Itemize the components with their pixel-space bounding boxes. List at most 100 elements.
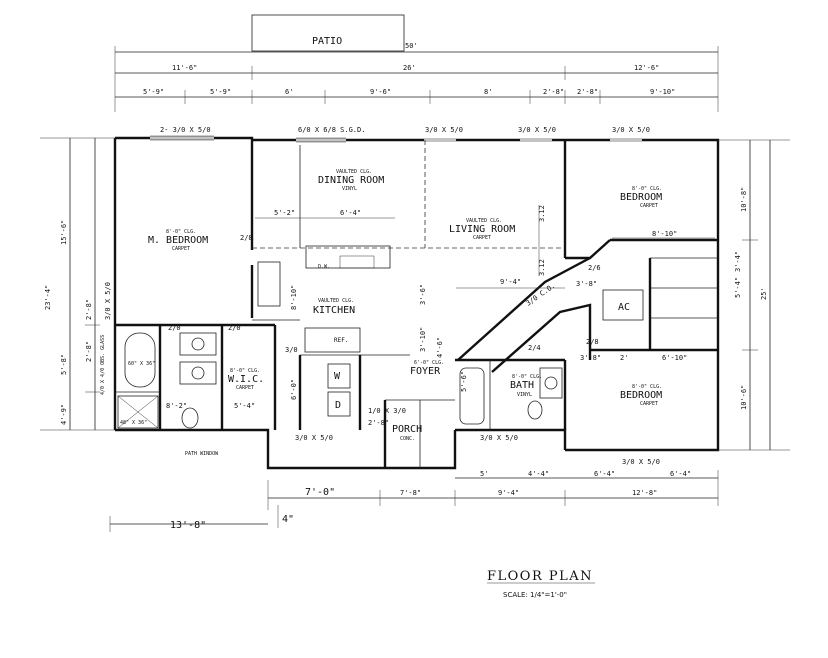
bdim1-3: 9'-4" xyxy=(498,489,519,497)
label-dryer: D xyxy=(335,400,341,411)
room-porch: PORCH xyxy=(392,424,422,435)
dim-row2-3: 6' xyxy=(285,88,293,96)
idim-4: 8'-10" xyxy=(290,285,298,310)
left-dimensions: 15'-6" 23'-4" 3/0 X 5/0 2'-8" 5'-8" 2'-8… xyxy=(40,137,115,431)
label-ref: REF. xyxy=(334,337,348,344)
note-dining-vaulted: VAULTED CLG. xyxy=(336,169,372,175)
note-bedroom1-carpet: CARPET xyxy=(640,203,658,209)
ldim-8: 4/0 X 4/0 OBS. GLASS xyxy=(100,335,106,395)
ldim-1: 15'-6" xyxy=(60,220,68,245)
patio-label: PATIO xyxy=(312,36,342,47)
room-living: LIVING ROOM xyxy=(449,224,515,235)
bdim-offset: 4" xyxy=(282,514,294,525)
bottom-window-3: 3/0 X 5/0 xyxy=(622,458,660,466)
title-block: FLOOR PLAN SCALE: 1/4"=1'-0" xyxy=(487,569,595,599)
room-master-bedroom: M. BEDROOM xyxy=(148,235,208,246)
bdim0-2: 4'-4" xyxy=(528,470,549,478)
idim-10: 2/4 xyxy=(528,344,541,352)
note-porch-conc: CONC. xyxy=(400,436,415,442)
note-kitchen-vaulted: VAULTED CLG. xyxy=(318,298,354,304)
label-shower: 48" X 36" xyxy=(120,420,147,426)
idim-16: 6'-0" xyxy=(290,379,298,400)
idim-27: 3.12 xyxy=(538,205,546,222)
note-master-clg: 8'-0" CLG. xyxy=(166,229,196,235)
idim-6: 9'-4" xyxy=(500,278,521,286)
label-dw: D.W. xyxy=(318,264,330,270)
idim-21: 3'-8" xyxy=(580,354,601,362)
bottom-window-2: 3/0 X 5/0 xyxy=(480,434,518,442)
idim-1: 5'-2" xyxy=(274,209,295,217)
room-kitchen: KITCHEN xyxy=(313,305,355,316)
room-bedroom-1: BEDROOM xyxy=(620,192,662,203)
idim-29: 5'-6" xyxy=(460,371,468,392)
dim-top-3: 12'-6" xyxy=(634,64,659,72)
idim-8: 3'-8" xyxy=(576,280,597,288)
dim-row2-5: 8' xyxy=(484,88,492,96)
note-foyer-clg: 6'-0" CLG. xyxy=(414,360,444,366)
note-wic-clg: 8'-0" CLG. xyxy=(230,368,260,374)
window-label-5: 3/0 X 5/0 xyxy=(612,126,650,134)
idim-23: 6'-10" xyxy=(662,354,687,362)
dim-row2-4: 9'-6" xyxy=(370,88,391,96)
bdim1-4: 12'-8" xyxy=(632,489,657,497)
idim-24: 5'-4" xyxy=(734,277,742,298)
idim-5: 3'-6" xyxy=(419,284,427,305)
ldim-2: 23'-4" xyxy=(44,285,52,310)
room-wic: W.I.C. xyxy=(228,374,264,385)
dim-row2-2: 5'-9" xyxy=(210,88,231,96)
note-bedroom1-clg: 8'-0" CLG. xyxy=(632,186,662,192)
note-wic-carpet: CARPET xyxy=(236,385,254,391)
note-bedroom2-carpet: CARPET xyxy=(640,401,658,407)
room-labels: M. BEDROOM 8'-0" CLG. CARPET DINING ROOM… xyxy=(148,169,662,442)
idim-14: 3/0 xyxy=(285,346,298,354)
window-label-2: 6/0 X 6/8 S.G.D. xyxy=(298,126,365,134)
dim-row2-1: 5'-9" xyxy=(143,88,164,96)
note-living-carpet: CARPET xyxy=(473,235,491,241)
bottom-window-1: 3/0 X 5/0 xyxy=(295,434,333,442)
ldim-6: 2'-8" xyxy=(85,341,93,362)
bottom-dimensions: 3/0 X 5/0 3/0 X 5/0 3/0 X 5/0 PATH WINDO… xyxy=(109,434,719,532)
plan-scale: SCALE: 1/4"=1'-0" xyxy=(503,591,567,599)
bdim0-3: 6'-4" xyxy=(594,470,615,478)
bdim1-1: 7'-0" xyxy=(305,487,335,498)
idim-20: 1/0 X 3/0 xyxy=(368,407,406,415)
patio-outline xyxy=(251,14,405,52)
idim-3: 2/8 xyxy=(240,234,253,242)
bdim0-4: 6'-4" xyxy=(670,470,691,478)
idim-17: 5'-4" xyxy=(234,402,255,410)
window-label-3: 3/0 X 5/0 xyxy=(425,126,463,134)
rdim-1: 10'-8" xyxy=(740,187,748,212)
bdim-left: 13'-8" xyxy=(170,520,206,531)
fixture-labels: 60" X 36" 48" X 36" D.W. REF. W D xyxy=(120,264,348,426)
room-bedroom-2: BEDROOM xyxy=(620,390,662,401)
note-master-carpet: CARPET xyxy=(172,246,190,252)
rdim-2: 25' xyxy=(760,287,768,300)
interior-walls xyxy=(115,140,718,468)
bdim0-1: 5' xyxy=(480,470,488,478)
idim-9: 2/6 xyxy=(588,264,601,272)
note-bath-vinyl: VINYL xyxy=(517,392,532,398)
ldim-3: 3/0 X 5/0 xyxy=(104,282,112,320)
note-living-vaulted: VAULTED CLG. xyxy=(466,218,502,224)
label-washer: W xyxy=(334,371,341,382)
idim-7: 8'-10" xyxy=(652,230,677,238)
window-label-4: 3/0 X 5/0 xyxy=(518,126,556,134)
dim-row2-7: 2'-8" xyxy=(577,88,598,96)
dim-row2-8: 9'-10" xyxy=(650,88,675,96)
room-dining: DINING ROOM xyxy=(318,175,384,186)
rdim-4: 10'-6" xyxy=(740,385,748,410)
idim-19: 2'-8" xyxy=(368,419,389,427)
room-foyer: FOYER xyxy=(410,366,441,377)
label-tub: 60" X 36" xyxy=(128,361,155,367)
dim-row2-6: 2'-8" xyxy=(543,88,564,96)
right-dimensions: 10'-8" 25' 3'-4" 10'-6" xyxy=(718,139,790,451)
dim-top-2: 26' xyxy=(403,64,416,72)
room-bath: BATH xyxy=(510,380,534,391)
idim-12: 2/0 xyxy=(168,324,181,332)
idim-26: 3'-10" xyxy=(419,327,427,352)
note-dining-vinyl: VINYL xyxy=(342,186,357,192)
idim-13: 2/0 xyxy=(228,324,241,332)
bdim1-2: 7'-8" xyxy=(400,489,421,497)
ldim-5: 5'-8" xyxy=(60,354,68,375)
